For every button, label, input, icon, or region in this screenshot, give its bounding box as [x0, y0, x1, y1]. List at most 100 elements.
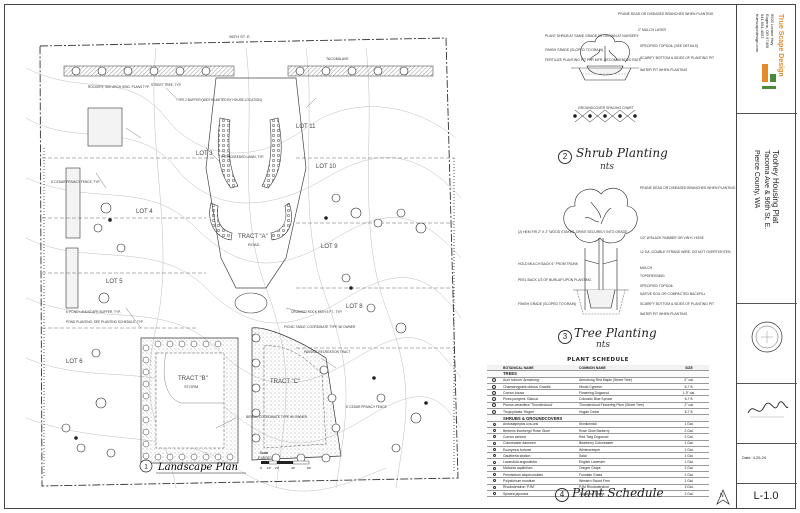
scale-value: 1"=20'-0" [258, 456, 271, 460]
professional-seal [751, 321, 783, 353]
tb-signature-cell [737, 384, 797, 444]
schedule-header-row: BOTANICAL NAME COMMON NAME SIZE [487, 365, 709, 372]
cell-size: 1 Gal. [684, 453, 694, 458]
date-label: Date: 4.25.24 [742, 455, 767, 460]
contour-lines [25, 47, 462, 492]
cell-size: 2 Gal. [684, 466, 694, 471]
firm-line-1: Eugene, OR 97405 [765, 14, 770, 49]
tree-note-right-3: MULCH [640, 266, 653, 270]
cell-size: 1 Gal. [684, 447, 694, 452]
tract-a-label: TRACT "A" [238, 234, 268, 240]
cell-botanical: Acer rubrum 'Armstrong' [503, 378, 540, 383]
lot-label-9: LOT 9 [321, 244, 338, 250]
callout-recreation-tract: PASSIVE RECREATION TRACT [304, 350, 350, 354]
cell-botanical: Picea pungens 'Glauca' [503, 397, 539, 402]
shrub-symbol-icon [492, 435, 496, 439]
cell-botanical: Cotoneaster dammeri [503, 441, 536, 446]
street-name-right: TACOMA AVE [326, 57, 349, 61]
cell-size: 1 Gal. [684, 422, 694, 427]
schedule-row-tree: Chamaecyparis obtusa 'Gracilis'Hinoki Cy… [487, 384, 709, 391]
road-tract-a [205, 77, 307, 289]
tree-note-left-2: PEEL BACK 1/3 OF BURLAP UPON PLANTING [518, 278, 592, 282]
road-islands [209, 117, 292, 241]
tree-canopy [563, 188, 638, 244]
shrub-detail-nts: nts [600, 162, 615, 172]
tree-note-left-1: HOLD MULCH BACK 6" FROM TRUNK [518, 262, 579, 266]
shrub-note-right-0: PRUNE DEAD OR DISEASED BRANCHES WHEN PLA… [618, 12, 714, 16]
tree-symbol-icon [492, 384, 496, 389]
lot-label-8: LOT 8 [346, 304, 363, 310]
callout-type2-buffer: TYPE 2 BUFFER (WIDTH LIMITED BY HOUSE LO… [176, 98, 262, 102]
cell-botanical: Lavandula angustifolia [503, 460, 537, 465]
tree-symbol-icon [492, 390, 496, 395]
plan-number-circle [139, 459, 153, 473]
cell-common: Japanese Spirea [579, 491, 605, 496]
shrub-symbol-icon [492, 460, 496, 464]
tree-symbol-icon [492, 397, 496, 402]
property-boundary [39, 37, 459, 487]
tree-rootball [573, 289, 629, 315]
cell-size: 2" cal. [684, 403, 694, 408]
cell-common: PJM Rhododendron [579, 485, 610, 490]
cell-size: 2 Gal. [684, 434, 694, 439]
tree-trunk-stakes [584, 238, 618, 310]
cell-botanical: Euonymus fortunei [503, 447, 532, 452]
tree-symbol-icon [492, 378, 496, 383]
tree-note-right-5: SPECIFIED TOPSOIL [640, 284, 674, 288]
shrub-note-right-3: SCARIFY BOTTOM & SIDES OF PLANTING PIT [640, 56, 715, 60]
plant-schedule-table: PLANT SCHEDULE BOTANICAL NAME COMMON NAM… [487, 357, 709, 498]
cell-botanical: Gaultheria shallon [503, 453, 531, 458]
cell-size: 1.5" cal. [682, 390, 696, 395]
tree-note-right-8: WATER PIT WHEN PLANTING [640, 312, 688, 316]
cell-common: Oregon Grape [579, 466, 601, 471]
shrub-symbol-icon [492, 492, 496, 496]
schedule-row-tree: Acer rubrum 'Armstrong' Armstrong Red Map… [487, 378, 709, 384]
cell-size: 2 Gal. [684, 491, 694, 496]
shrub-symbol-icon [492, 441, 496, 445]
tract-c-label: TRACT "C" [270, 379, 300, 385]
lot-label-11: LOT 11 [296, 124, 316, 130]
lot-label-10: LOT 10 [316, 164, 337, 170]
cell-size: 1 Gal. [684, 460, 694, 465]
header-botanical: BOTANICAL NAME [503, 365, 534, 370]
cell-common: Hinoki Cypress [579, 384, 602, 389]
callout-bench: BENCH, COORDINATE TYPE W/ OWNER [246, 415, 308, 419]
tract-b-label: TRACT "B" [178, 376, 208, 382]
cell-common: English Lavender [579, 460, 606, 465]
cell-size: 6-7 ft. [684, 397, 694, 402]
tb-project-cell [737, 114, 797, 304]
groundcover-chart-label: GROUNDCOVER SPACING CHART [578, 106, 634, 110]
tree-note-left-0: (2) HEM FIR 2" X 2" WOOD STAKES, DRIVE S… [518, 230, 628, 234]
shrub-note-right-2: SPECIFIED TOPSOIL (SEE DETAILS) [640, 44, 699, 48]
cell-botanical: Cornus kousa [503, 390, 524, 395]
landscape-plan: 96TH ST. E. TACOMA AVE LOT 3 LOT 4 LOT 5… [25, 34, 462, 492]
cell-common: Colorado Blue Spruce [579, 397, 613, 402]
schedule-group-shrubs: SHRUBS & GROUNDCOVERS [487, 415, 709, 422]
lot-lines [42, 157, 454, 349]
plan-title: Landscape Plan [157, 462, 238, 473]
cell-common: Rose Glow Barberry [579, 428, 610, 433]
schedule-row-tree: Prunus cerasifera 'Thundercloud'Thunderc… [487, 403, 709, 410]
leader-lines [95, 87, 337, 429]
tree-planting-detail [563, 188, 638, 315]
shrub-symbol-icon [492, 422, 496, 426]
cell-common: Fountain Grass [579, 472, 603, 477]
tree-note-right-7: SCARIFY BOTTOM & SIDES OF PLANTING PIT [640, 302, 715, 306]
cell-botanical: Mahonia aquifolium [503, 466, 533, 471]
scale-tick-0: 0 [260, 466, 262, 470]
cell-common: Kinnikinnick [579, 422, 597, 427]
tree-note-right-1: 1/2" Ø BLACK RUBBER OR VINYL HOSE [640, 236, 704, 240]
tree-detail-nts: nts [596, 340, 611, 350]
schedule-row-shrub: Mahonia aquifolium Oregon Grape 2 Gal. [487, 466, 709, 473]
callout-privacy-fence-left: 6' CEDAR PRIVACY FENCE, TYP. [51, 180, 100, 184]
sheet-border [4, 4, 796, 509]
lot-label-3: LOT 3 [196, 151, 213, 157]
shrub-note-left-2: FERTILIZE PLANTING PIT PER MFR. RECOMMEN… [545, 58, 642, 62]
cell-common: Armstrong Red Maple (Street Tree) [579, 378, 632, 383]
existing-buildings [65, 107, 123, 309]
lot-label-4: LOT 4 [136, 209, 153, 215]
schedule-row-tree: Picea pungens 'Glauca' Colorado Blue Spru… [487, 396, 709, 403]
project-line-1: Pierce County, WA [753, 150, 760, 209]
